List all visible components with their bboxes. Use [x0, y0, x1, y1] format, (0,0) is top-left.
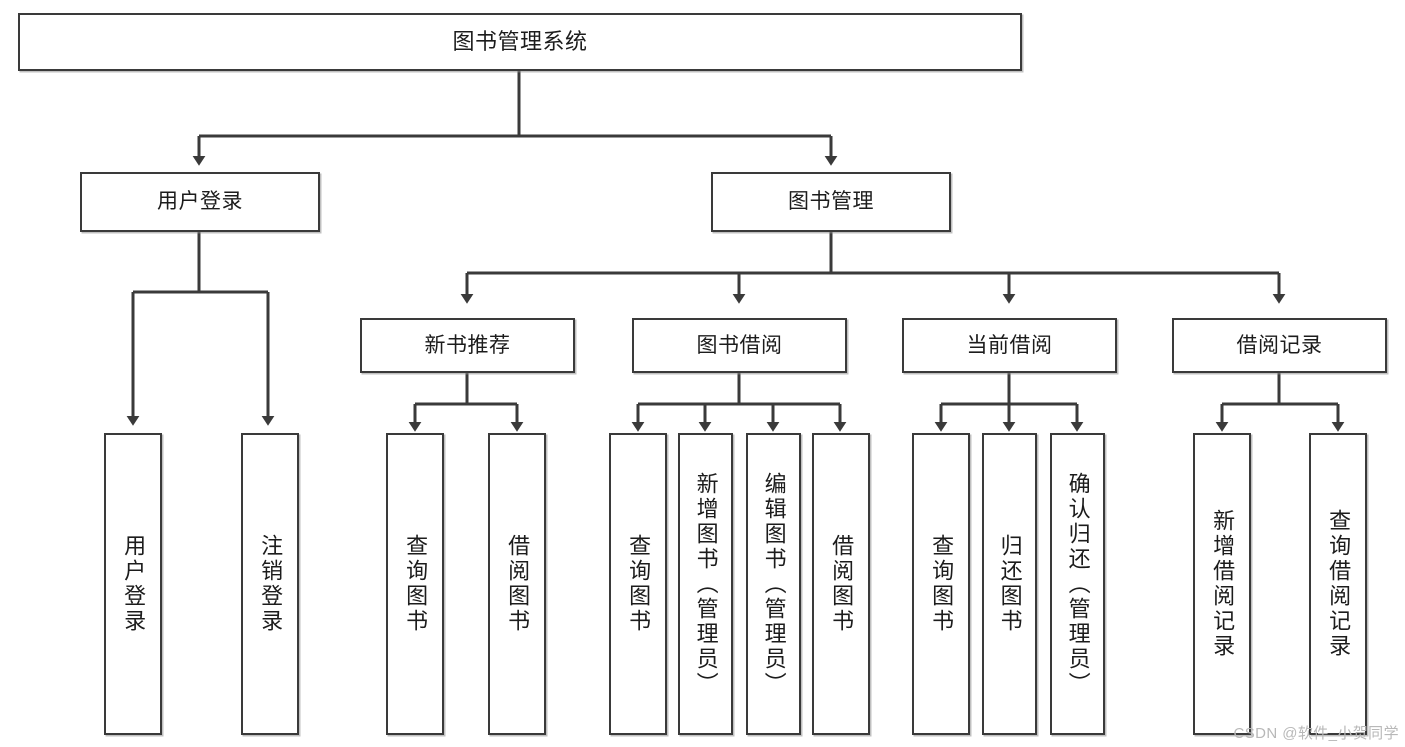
- node-leaf-user-login[interactable]: 用户登录: [104, 433, 162, 735]
- node-label: 借阅记录: [1236, 333, 1323, 357]
- node-root-book-management-system[interactable]: 图书管理系统: [18, 13, 1022, 71]
- node-current-borrow[interactable]: 当前借阅: [902, 318, 1117, 373]
- node-leaf-logout-login[interactable]: 注销登录: [241, 433, 299, 735]
- node-label: 用户登录: [121, 534, 147, 634]
- node-book-borrow[interactable]: 图书借阅: [632, 318, 847, 373]
- node-label: 借阅图书: [829, 534, 855, 634]
- node-book-management[interactable]: 图书管理: [711, 172, 951, 232]
- node-label: 确认归还（管理员）: [1065, 471, 1091, 697]
- node-leaf-return-book[interactable]: 归还图书: [982, 433, 1037, 735]
- node-leaf-add-book[interactable]: 新增图书（管理员）: [678, 433, 733, 735]
- node-label: 查询图书: [626, 534, 652, 634]
- node-leaf-edit-book[interactable]: 编辑图书（管理员）: [746, 433, 801, 735]
- node-label: 当前借阅: [966, 333, 1053, 357]
- node-leaf-confirm-return[interactable]: 确认归还（管理员）: [1050, 433, 1105, 735]
- node-label: 图书借阅: [696, 333, 783, 357]
- node-label: 查询图书: [403, 534, 429, 634]
- node-leaf-query-record[interactable]: 查询借阅记录: [1309, 433, 1367, 735]
- node-leaf-add-record[interactable]: 新增借阅记录: [1193, 433, 1251, 735]
- node-label: 注销登录: [258, 534, 284, 634]
- node-label: 查询图书: [929, 534, 955, 634]
- node-new-book-recommend[interactable]: 新书推荐: [360, 318, 575, 373]
- node-label: 新书推荐: [424, 333, 511, 357]
- node-label: 图书管理: [788, 190, 874, 214]
- node-leaf-query-book-1[interactable]: 查询图书: [386, 433, 444, 735]
- node-label: 新增图书（管理员）: [693, 471, 719, 697]
- node-label: 归还图书: [997, 534, 1023, 634]
- watermark-text: CSDN @软件_小贺同学: [1233, 725, 1399, 742]
- node-label: 图书管理系统: [452, 28, 588, 54]
- node-user-login[interactable]: 用户登录: [80, 172, 320, 232]
- node-label: 用户登录: [157, 190, 243, 214]
- node-label: 借阅图书: [505, 534, 531, 634]
- node-borrow-record[interactable]: 借阅记录: [1172, 318, 1387, 373]
- node-leaf-borrow-book-2[interactable]: 借阅图书: [812, 433, 870, 735]
- node-label: 查询借阅记录: [1326, 509, 1352, 659]
- node-label: 新增借阅记录: [1210, 509, 1236, 659]
- node-leaf-query-book-2[interactable]: 查询图书: [609, 433, 667, 735]
- node-leaf-borrow-book-1[interactable]: 借阅图书: [488, 433, 546, 735]
- node-leaf-query-book-3[interactable]: 查询图书: [912, 433, 970, 735]
- node-label: 编辑图书（管理员）: [761, 471, 787, 697]
